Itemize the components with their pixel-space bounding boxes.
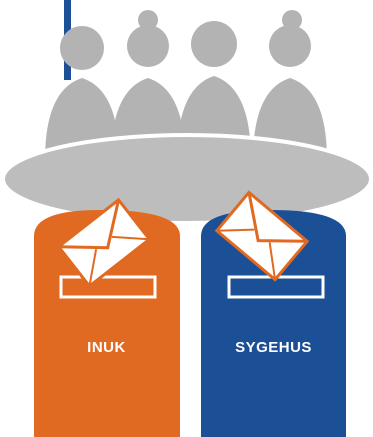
ballot-box-label-inuk: INUK [87,339,126,356]
ballot-box-inuk [34,210,180,437]
ballot-box-label-sygehus: SYGEHUS [235,339,312,356]
envelope-icon-inuk [56,197,152,289]
ballot-box-sygehus [201,210,346,437]
envelope-icon-sygehus [214,190,310,282]
mail-slot-icon-inuk [59,275,157,299]
round-table-icon [1,133,373,225]
